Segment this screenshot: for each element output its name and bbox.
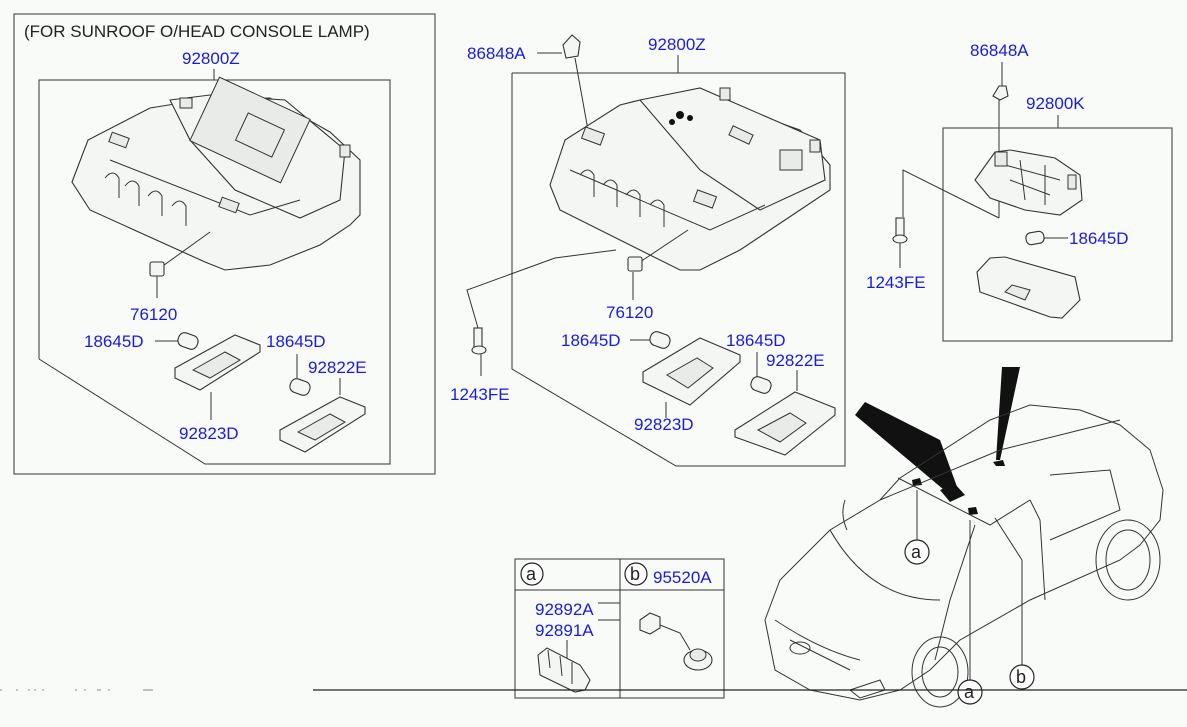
part-label-92891a[interactable]: 92891A [535, 621, 594, 640]
socket-icon[interactable] [149, 261, 165, 277]
part-label-18645d-right[interactable]: 18645D [1069, 229, 1129, 248]
lens-92822e-drawing-left[interactable] [279, 396, 366, 453]
right-assembly-frame [942, 127, 1173, 342]
vehicle-drawing: a a b [764, 367, 1164, 708]
bulb-icon[interactable] [288, 377, 312, 397]
part-label-92822e-left[interactable]: 92822E [308, 358, 367, 377]
left-assembly-bracket [38, 79, 391, 465]
svg-text:b: b [630, 564, 640, 584]
bulb-icon[interactable] [1025, 230, 1045, 246]
bulb-icon[interactable] [749, 375, 773, 395]
svg-text:a: a [526, 564, 537, 584]
part-label-76120-center[interactable]: 76120 [606, 303, 653, 322]
overhead-console-drawing-center[interactable] [549, 87, 831, 271]
center-panel: 86848A 92800Z [450, 34, 846, 467]
part-label-92823d-left[interactable]: 92823D [179, 424, 239, 443]
part-label-86848a-right[interactable]: 86848A [970, 41, 1029, 60]
lens-92823d-drawing-left[interactable] [174, 334, 261, 391]
part-label-18645d-left-a[interactable]: 18645D [84, 332, 144, 351]
callout-b-marker [624, 562, 648, 586]
left-panel-header: (FOR SUNROOF O/HEAD CONSOLE LAMP) [24, 22, 370, 41]
part-label-92892a[interactable]: 92892A [535, 600, 594, 619]
part-label-92823d-center[interactable]: 92823D [634, 415, 694, 434]
part-label-92800k[interactable]: 92800K [1026, 94, 1085, 113]
part-label-92800z-left[interactable]: 92800Z [182, 49, 240, 68]
part-label-1243fe-right[interactable]: 1243FE [866, 273, 926, 292]
callout-a-lower [957, 679, 983, 705]
part-label-86848a-center[interactable]: 86848A [467, 44, 526, 63]
pointer-wedge-front [855, 402, 960, 495]
part-label-18645d-center-a[interactable]: 18645D [561, 331, 621, 350]
part-label-18645d-center-b[interactable]: 18645D [726, 331, 786, 350]
clip-icon[interactable] [562, 34, 581, 59]
switch-harness-drawing[interactable] [639, 612, 713, 671]
lamp-lens-cover-drawing[interactable] [976, 256, 1081, 319]
left-panel-frame [13, 13, 436, 475]
callout-a-marker [520, 562, 544, 586]
clip-icon[interactable] [992, 85, 1009, 101]
part-label-1243fe-center[interactable]: 1243FE [450, 385, 510, 404]
part-label-18645d-left-b[interactable]: 18645D [266, 332, 326, 351]
bulb-icon[interactable] [176, 331, 200, 351]
screw-icon[interactable] [892, 217, 908, 244]
lens-92823d-drawing-center[interactable] [642, 337, 741, 406]
left-panel: (FOR SUNROOF O/HEAD CONSOLE LAMP) 92800Z… [13, 13, 436, 475]
part-label-95520a[interactable]: 95520A [653, 568, 712, 587]
callout-a-upper [904, 539, 930, 565]
svg-text:b: b [1016, 667, 1026, 687]
detail-table: a b 95520A 92892A 92891A [514, 558, 725, 699]
part-label-92822e-center[interactable]: 92822E [766, 351, 825, 370]
part-label-76120-left[interactable]: 76120 [130, 305, 177, 324]
bulb-icon[interactable] [648, 330, 672, 350]
callout-b [1009, 664, 1035, 690]
part-label-92800z-center[interactable]: 92800Z [648, 35, 706, 54]
lens-92822e-drawing-center[interactable] [734, 391, 836, 456]
socket-icon[interactable] [627, 256, 643, 272]
center-assembly-bracket [511, 72, 846, 467]
right-panel: 86848A 92800K 1243FE 18645D [866, 41, 1173, 342]
svg-text:a: a [911, 542, 922, 562]
room-lamp-drawing[interactable] [537, 647, 591, 693]
screw-icon[interactable] [471, 327, 487, 355]
svg-text:a: a [964, 682, 975, 702]
overhead-console-drawing-left[interactable] [71, 76, 361, 271]
map-lamp-housing-drawing[interactable] [974, 149, 1083, 216]
